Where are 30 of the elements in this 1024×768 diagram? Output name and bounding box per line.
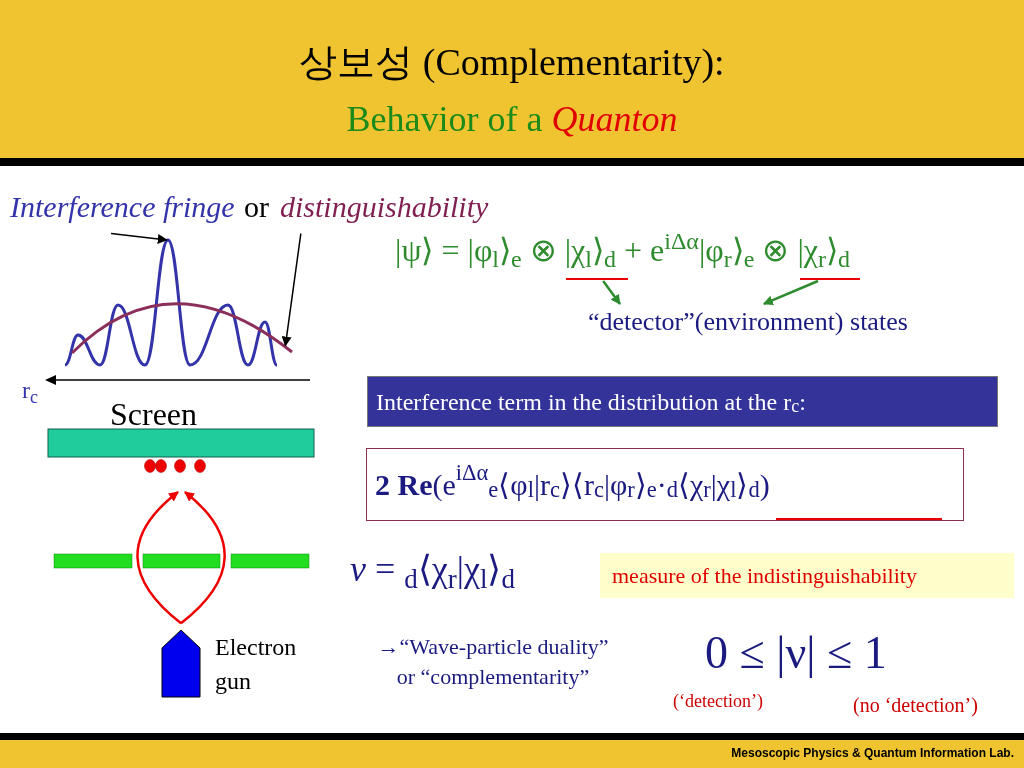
footer-text: Mesoscopic Physics & Quantum Information Lab.: [731, 745, 1014, 762]
interference-fringe-curve: [63, 238, 279, 367]
note-box: measure of the indistinguishability: [600, 553, 1014, 598]
arrow: [602, 280, 621, 305]
fringe-label: Interference fringe: [10, 184, 235, 229]
underline-bar: [800, 278, 860, 280]
screen-label: Screen: [110, 395, 198, 434]
arrow: [281, 232, 302, 347]
connector-word: or: [244, 189, 269, 225]
duality-note: →“Wave-particle duality” or “complementarity”: [376, 633, 610, 691]
highlight-banner: Interference term in the distribution at the r$_{c}$:: [367, 376, 998, 427]
visibility-equation: ν = $_{d}$⟨χ$_{r}$|χ$_{l}$⟩$_{d}$: [350, 548, 515, 596]
electron-gun-symbol: [161, 629, 201, 698]
inequality: 0 ≤ |ν| ≤ 1: [705, 626, 887, 680]
state-equation: |ψ⟩ = |φ$_{l}$⟩$_{e}$ ⊗ |χ$_{l}$⟩$_{d}$ + e$^{iΔα}$|φ$_{r}$⟩$_{e}$ ⊗ |χ$_{r}$⟩$_{d}$: [395, 226, 851, 274]
detector-states-text: “detector”(environment) states: [588, 302, 908, 341]
title: 상보성 (Complementarity):: [298, 40, 726, 85]
subtitle: Behavior of a Quanton: [345, 98, 679, 141]
arrow: [762, 279, 819, 306]
envelope-label: distinguishability: [280, 184, 489, 229]
arrow: [110, 232, 168, 244]
limit-note: (‘detection’): [673, 690, 763, 713]
limit-note: (no ‘detection’): [853, 693, 978, 719]
arrow: [136, 491, 182, 625]
underline-bar: [566, 278, 628, 280]
device-label: Electron gun: [215, 633, 298, 696]
axis-label: r$_{c}$: [22, 376, 38, 408]
equation-box: 2 Re(e$^{iΔα}$$_{e}$⟨φ$_{l}$|r$_{c}$⟩⟨r$_{c}$|φ$_{r}$⟩$_{e}$·$_{d}$⟨χ$_{r}$|χ$_{l}$⟩$_{d}$): [366, 448, 964, 521]
arrow: [180, 491, 226, 625]
envelope-curve: [71, 302, 293, 355]
